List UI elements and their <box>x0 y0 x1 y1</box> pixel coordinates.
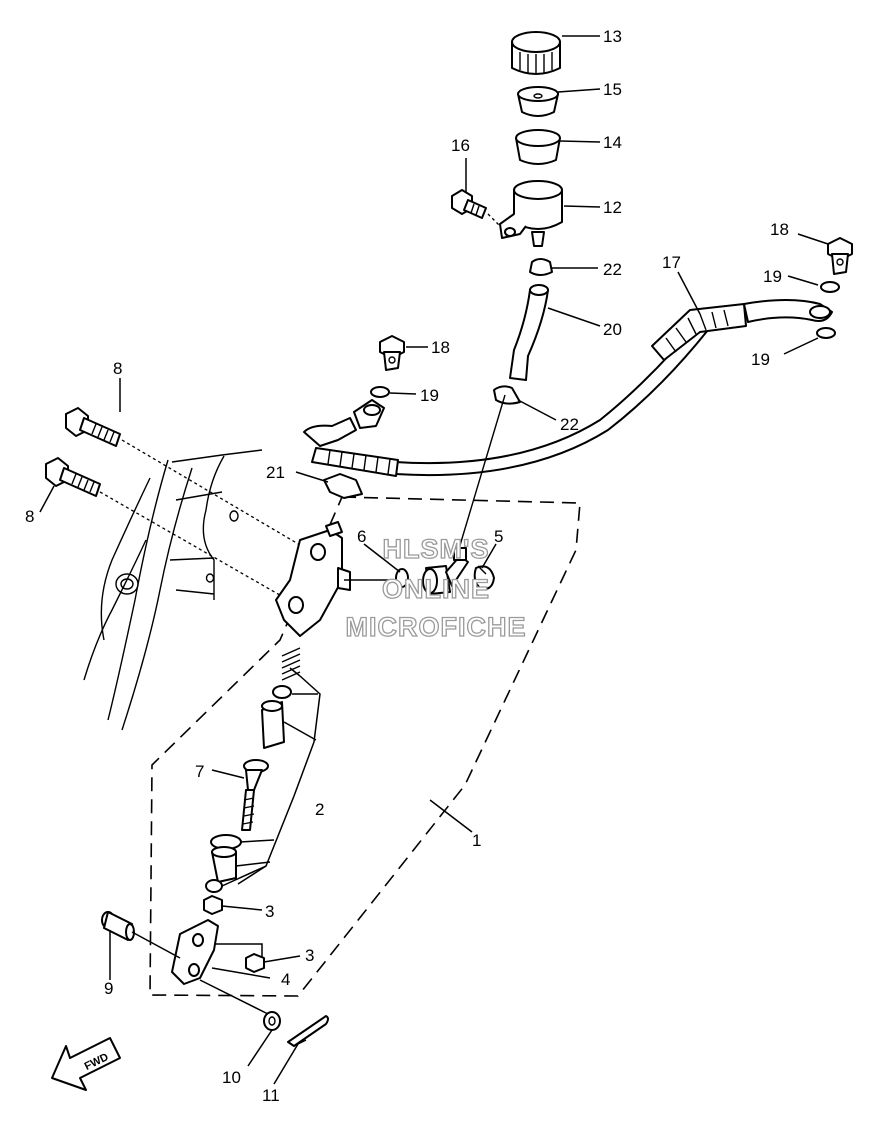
callout-3-upper: 3 <box>265 902 274 921</box>
nut-3-lower <box>245 953 265 973</box>
piston-kit-2 <box>205 647 301 893</box>
callout-18-left: 18 <box>431 338 450 357</box>
diaphragm-plate-15 <box>517 86 559 117</box>
callout-13: 13 <box>603 27 622 46</box>
callout-4: 4 <box>281 970 290 989</box>
nut-3-upper <box>203 895 223 915</box>
callout-5: 5 <box>494 527 503 546</box>
callout-19-right-upper: 19 <box>763 267 782 286</box>
callout-19-left: 19 <box>420 386 439 405</box>
callout-8-upper: 8 <box>113 359 122 378</box>
callout-15: 15 <box>603 80 622 99</box>
callout-14: 14 <box>603 133 622 152</box>
callout-22-upper: 22 <box>603 260 622 279</box>
forward-arrow-icon: FWD <box>51 1037 121 1091</box>
copper-washer-19-left <box>370 386 390 398</box>
assembly-boundary <box>149 496 581 997</box>
clevis-4 <box>171 919 219 985</box>
circlip-5 <box>473 565 495 590</box>
watermark: HLSM'S ONLINE MICROFICHE <box>345 533 527 642</box>
watermark-line-2: ONLINE <box>382 574 490 604</box>
frame-bracket <box>83 449 263 731</box>
callout-21: 21 <box>266 463 285 482</box>
callout-20: 20 <box>603 320 622 339</box>
callout-6: 6 <box>357 527 366 546</box>
leader-lines <box>39 35 829 1085</box>
union-bolt-18-right <box>827 237 853 275</box>
callout-12: 12 <box>603 198 622 217</box>
master-cylinder-body <box>275 521 351 637</box>
callout-18-right: 18 <box>770 220 789 239</box>
callout-1: 1 <box>472 831 481 850</box>
cotter-pin-11 <box>287 1015 329 1047</box>
copper-washer-19-right-upper <box>820 281 840 293</box>
callout-19-right-lower: 19 <box>751 350 770 369</box>
copper-washer-19-right-lower <box>816 327 836 339</box>
clevis-pin-9 <box>101 911 135 941</box>
callout-16: 16 <box>451 136 470 155</box>
reservoir-cap-13 <box>511 31 561 75</box>
union-bolt-18-left <box>379 335 405 371</box>
hose-clamp-22-upper <box>529 258 553 276</box>
hose-joint <box>422 547 469 595</box>
callout-11: 11 <box>262 1086 280 1105</box>
callout-7: 7 <box>195 762 204 781</box>
watermark-line-3: MICROFICHE <box>346 612 527 642</box>
callout-17: 17 <box>662 253 681 272</box>
o-ring-6 <box>395 568 409 588</box>
reservoir-tank-12 <box>499 180 563 247</box>
hose-clamp-22-lower <box>493 385 521 405</box>
callout-9: 9 <box>104 979 113 998</box>
callout-3-lower: 3 <box>305 946 314 965</box>
watermark-line-1: HLSM'S <box>383 534 490 564</box>
callout-8-lower: 8 <box>25 507 34 526</box>
diaphragm-14 <box>515 129 561 165</box>
washer-10 <box>263 1011 281 1031</box>
callout-2: 2 <box>315 800 324 819</box>
bolt-8-upper <box>65 407 121 447</box>
bolt-alignment-line <box>121 439 301 546</box>
reservoir-hose-20 <box>509 289 549 381</box>
hose-guide-21 <box>323 473 363 499</box>
bolt-16 <box>451 189 487 219</box>
bolt-8-lower <box>45 457 101 497</box>
brake-hose-17 <box>303 299 833 477</box>
callout-22-lower: 22 <box>560 415 579 434</box>
callout-labels: 13 15 14 16 12 18 17 22 19 20 19 18 8 19… <box>25 27 789 1105</box>
bolt-alignment-line <box>99 491 286 599</box>
callout-10: 10 <box>222 1068 241 1087</box>
